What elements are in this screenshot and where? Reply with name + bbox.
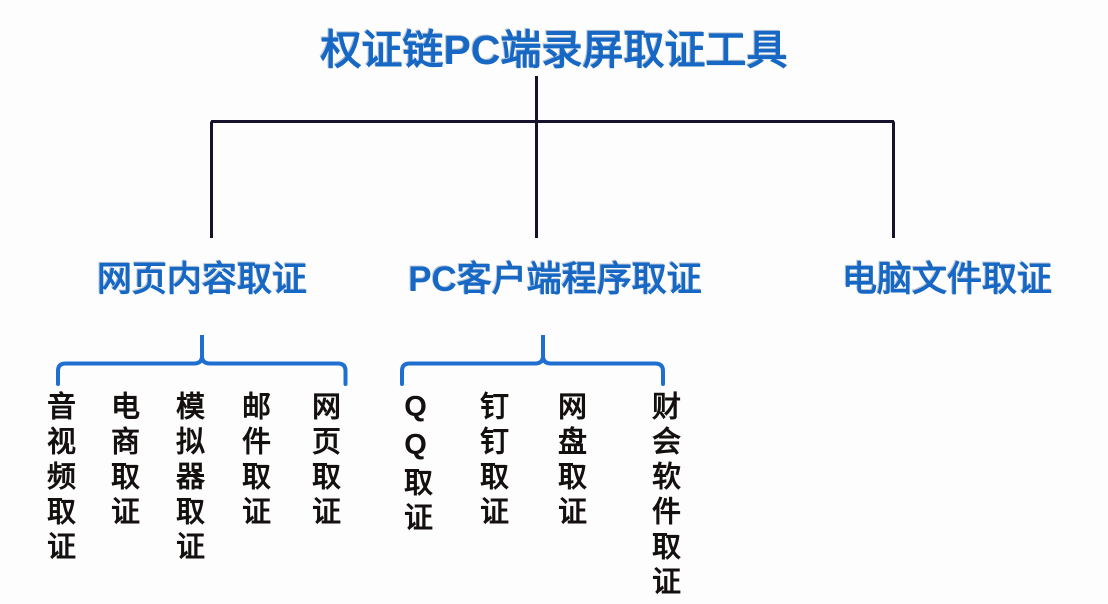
leaf-node-audio-video[interactable]: 音视频取证 — [42, 391, 75, 566]
bracket-branch-1 — [56, 335, 348, 386]
leaf-node-webpage[interactable]: 网页取证 — [307, 391, 340, 531]
leaf-node-cloud-disk[interactable]: 网盘取证 — [553, 391, 586, 531]
bracket-branch-2 — [400, 335, 665, 386]
branch-node-pc-client[interactable]: PC客户端程序取证 — [408, 260, 702, 299]
leaf-node-qq[interactable]: QQ取证 — [399, 391, 432, 537]
leaf-node-finance-software[interactable]: 财会软件取证 — [647, 391, 680, 601]
leaf-node-dingtalk[interactable]: 钉钉取证 — [475, 391, 508, 531]
leaf-node-emulator[interactable]: 模拟器取证 — [171, 391, 204, 566]
branch-node-web-content[interactable]: 网页内容取证 — [96, 260, 308, 299]
leaf-node-email[interactable]: 邮件取证 — [237, 391, 270, 531]
leaf-node-ecommerce[interactable]: 电商取证 — [106, 391, 139, 531]
page-title: 权证链PC端录屏取证工具 — [320, 27, 788, 73]
branch-node-computer-files[interactable]: 电脑文件取证 — [841, 260, 1053, 299]
